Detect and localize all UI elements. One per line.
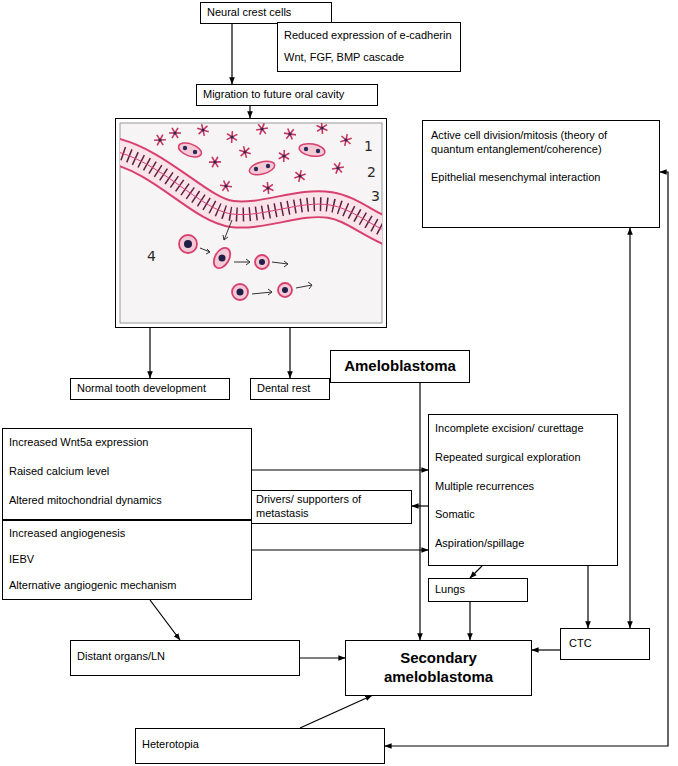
connector-arrow [470,566,482,578]
stellate-cell [256,123,268,134]
box-text: Epithelial mesenchymal interaction [431,171,651,185]
process-box: Distant organs/LN [70,640,300,676]
process-box: Active cell division/mitosis (theory of … [422,120,660,228]
process-box: Heterotopia [135,728,385,764]
connector-arrow [252,469,428,470]
box-text: Reduced expression of e-cadherin [284,29,454,43]
stellate-cell [317,123,328,134]
box-text: Increased Wnt5a expression [9,436,245,450]
connector-arrow [300,657,345,658]
connector-arrow [587,566,588,628]
columnar-cells [120,150,382,234]
dividing-cell [177,140,204,159]
stellate-cell [332,162,344,173]
dividing-cell [298,142,326,158]
stellate-cell [227,131,238,143]
callout-number: 1 [364,139,373,153]
detached-cells [179,235,292,300]
box-text: Multiple recurrences [435,480,611,494]
stellate-cell [209,157,221,167]
box-text: CTC [569,637,641,651]
epithelium-band [120,150,382,234]
process-box: Neural crest cells [200,2,332,24]
process-box: Drivers/ supporters of metastasis [251,490,412,524]
box-text: Lungs [435,583,521,597]
box-text: Somatic [435,508,611,522]
connector-arrow [532,649,560,650]
connector-arrow [629,228,630,628]
box-text: Active cell division/mitosis (theory of … [431,129,651,157]
stellate-cell [294,170,305,182]
epithelium-fill [120,150,382,234]
stellate-cell [220,180,232,191]
box-text: Heterotopia [142,738,378,752]
box-text: Altered mitochondrial dynamics [9,494,245,508]
stellate-cell [169,128,181,138]
connector-arrow [249,106,250,118]
box-text: Increased angiogenesis [9,527,245,541]
box-text: Repeated surgical exploration [435,451,611,465]
box-text: Migration to future oral cavity [203,88,371,102]
stellate-cell [263,182,274,194]
connector-arrow [252,549,428,550]
mesenchymal-cells [154,123,352,194]
process-box: Ameloblastoma [330,350,470,383]
stellate-cell [340,134,351,146]
nuclei [183,146,320,171]
connector-arrow [231,24,232,84]
stellate-cell [279,150,290,162]
box-text: Raised calcium level [9,465,245,479]
box-text: Neural crest cells [207,6,325,20]
box-text: Wnt, FGF, BMP cascade [284,51,454,65]
dividing-cell [248,159,276,177]
box-text: Distant organs/LN [77,650,293,664]
callout-number: 3 [371,189,380,203]
basement-membrane [120,150,382,234]
process-box: Increased Wnt5a expressionRaised calcium… [2,428,252,520]
box-text: Alternative angiogenic mechanism [9,579,245,593]
process-box: Secondary ameloblastoma [345,640,532,696]
box-text: Ameloblastoma [335,357,465,376]
tissue-drawing [120,123,382,300]
connector-arrow [150,600,180,640]
box-text: Drivers/ supporters of metastasis [256,493,407,521]
box-text: Aspiration/spillage [435,537,611,551]
box-text: Normal tooth development [77,382,223,396]
box-text: Secondary ameloblastoma [352,649,525,687]
process-box: CTC [560,628,650,660]
detached-nuclei [184,240,288,296]
process-box: Dental rest [250,378,330,400]
connector-arrow [300,696,372,729]
illustration-box: 1 2 3 4 [115,118,387,328]
box-text: IEBV [9,553,245,567]
connector-arrow [289,328,290,378]
migration-arrows [200,220,312,295]
connector-arrow [469,602,470,640]
process-box: Normal tooth development [70,378,230,400]
process-box: Migration to future oral cavity [196,84,378,106]
process-box: Lungs [428,578,528,602]
connector-arrow [412,505,428,506]
dividing-cells [177,140,326,177]
stellate-cell [239,146,251,158]
stellate-cell [284,128,296,139]
callout-number: 2 [367,165,376,179]
box-text: Incomplete excision/ curettage [435,422,611,436]
stellate-cell [197,124,208,136]
process-box: Increased angiogenesisIEBV Alternative an… [2,520,252,600]
process-box: Reduced expression of e-cadherinWnt, FGF… [277,22,461,72]
box-text: Dental rest [257,382,323,396]
process-box: Incomplete excision/ curettageRepeated s… [428,414,618,566]
connector-arrow [149,328,150,378]
stellate-cell [154,135,166,146]
callout-number: 4 [147,249,156,263]
connector-arrow [419,383,420,640]
